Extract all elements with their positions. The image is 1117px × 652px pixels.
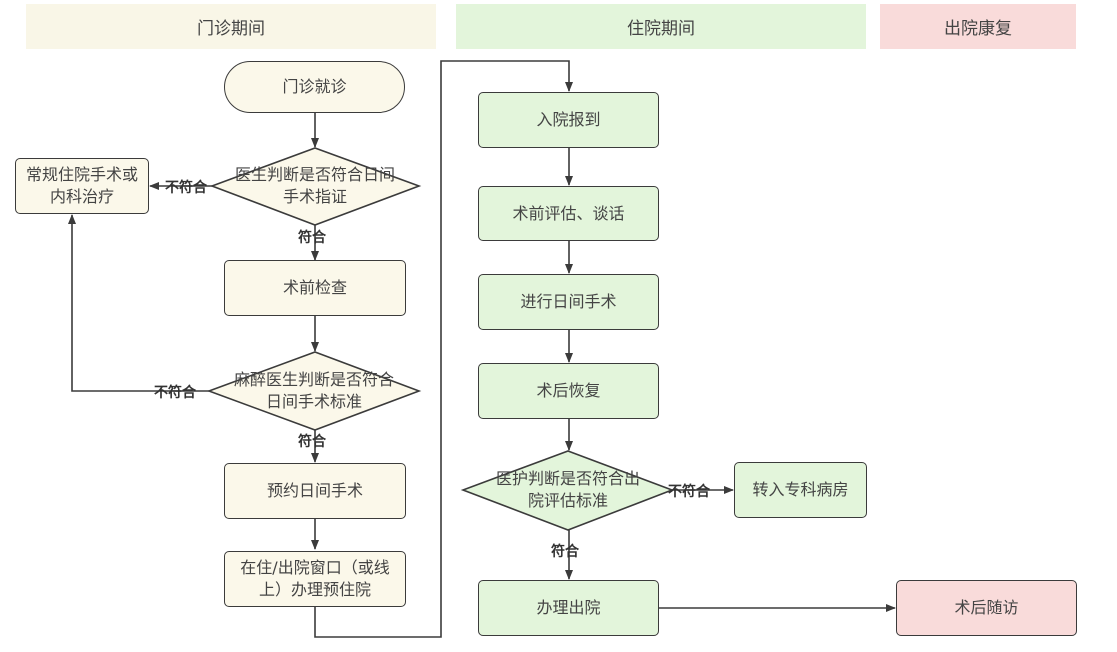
edge-label-discharge-fail: 不符合 — [668, 484, 710, 500]
pre-admission-node[interactable]: 在住/出院窗口（或线上）办理预住院 — [224, 551, 406, 607]
regular-treatment-node[interactable]: 常规住院手术或内科治疗 — [15, 158, 149, 214]
decision-anesthesia-shape[interactable] — [206, 351, 422, 431]
decision-indication-shape[interactable] — [209, 147, 422, 226]
decision-anesthesia-text: 麻醉医生判断是否符合日间手术标准 — [233, 370, 394, 411]
preop-exam-node[interactable]: 术前检查 — [224, 260, 406, 316]
book-surgery-node[interactable]: 预约日间手术 — [224, 463, 406, 519]
discharge-node[interactable]: 办理出院 — [478, 580, 659, 636]
decision-discharge-text: 医护判断是否符合出院评估标准 — [495, 469, 640, 510]
edge-label-indication-pass: 符合 — [298, 230, 326, 246]
preop-assessment-node[interactable]: 术前评估、谈话 — [478, 186, 659, 241]
surgery-node[interactable]: 进行日间手术 — [478, 274, 659, 330]
recovery-node[interactable]: 术后恢复 — [478, 363, 659, 419]
start-node[interactable]: 门诊就诊 — [224, 61, 405, 113]
edge-label-anesthesia-fail: 不符合 — [154, 385, 196, 401]
edge-label-anesthesia-pass: 符合 — [298, 434, 326, 450]
lane-header-outpatient: 门诊期间 — [26, 4, 436, 49]
edge-anesthesia-fail — [68, 214, 209, 392]
admission-node[interactable]: 入院报到 — [478, 92, 659, 148]
lane-header-discharge: 出院康复 — [880, 4, 1076, 49]
lane-header-inpatient: 住院期间 — [456, 4, 866, 49]
decision-indication-text: 医生判断是否符合日间手术指证 — [234, 165, 395, 206]
edge-label-discharge-pass: 符合 — [551, 544, 579, 560]
decision-discharge-shape[interactable] — [460, 450, 675, 531]
edge-preadmission-to-admission — [314, 60, 573, 638]
followup-node[interactable]: 术后随访 — [896, 580, 1077, 636]
edge-label-indication-fail: 不符合 — [165, 180, 207, 196]
transfer-ward-node[interactable]: 转入专科病房 — [734, 462, 867, 518]
